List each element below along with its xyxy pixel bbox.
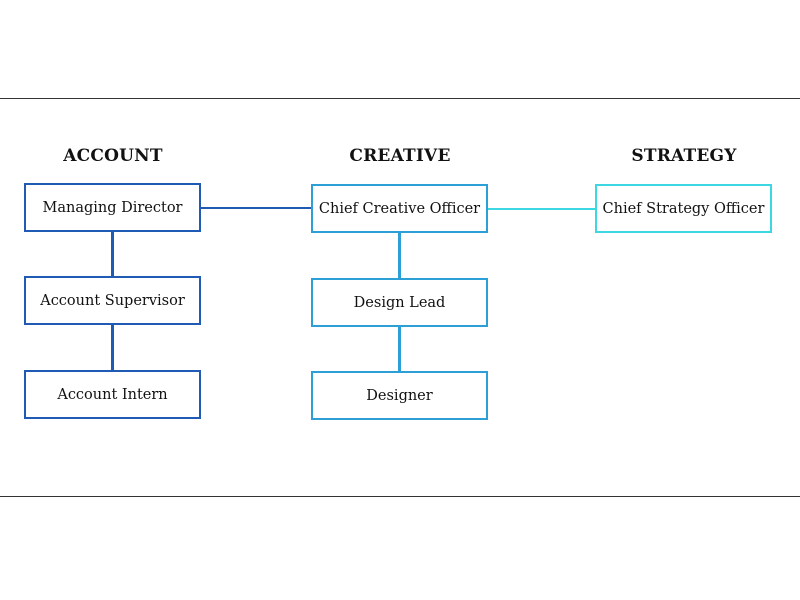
node-managing-director: Managing Director [24,183,201,232]
bottom-divider [0,496,800,497]
connector-vertical-managing-director-to-account-supervisor [111,232,114,276]
node-account-supervisor: Account Supervisor [24,276,201,325]
column-heading-account: ACCOUNT [63,146,163,166]
connector-horizontal-managing-director-to-chief-creative-officer [201,207,311,209]
connector-vertical-design-lead-to-designer [398,327,401,371]
node-design-lead: Design Lead [311,278,488,327]
node-designer: Designer [311,371,488,420]
node-account-intern: Account Intern [24,370,201,419]
column-heading-creative: CREATIVE [349,146,451,166]
connector-vertical-chief-creative-officer-to-design-lead [398,233,401,278]
connector-vertical-account-supervisor-to-account-intern [111,325,114,370]
node-chief-strategy-officer: Chief Strategy Officer [595,184,772,233]
connector-horizontal-chief-creative-officer-to-chief-strategy-officer [488,208,595,210]
node-chief-creative-officer: Chief Creative Officer [311,184,488,233]
top-divider [0,98,800,99]
column-heading-strategy: STRATEGY [631,146,737,166]
